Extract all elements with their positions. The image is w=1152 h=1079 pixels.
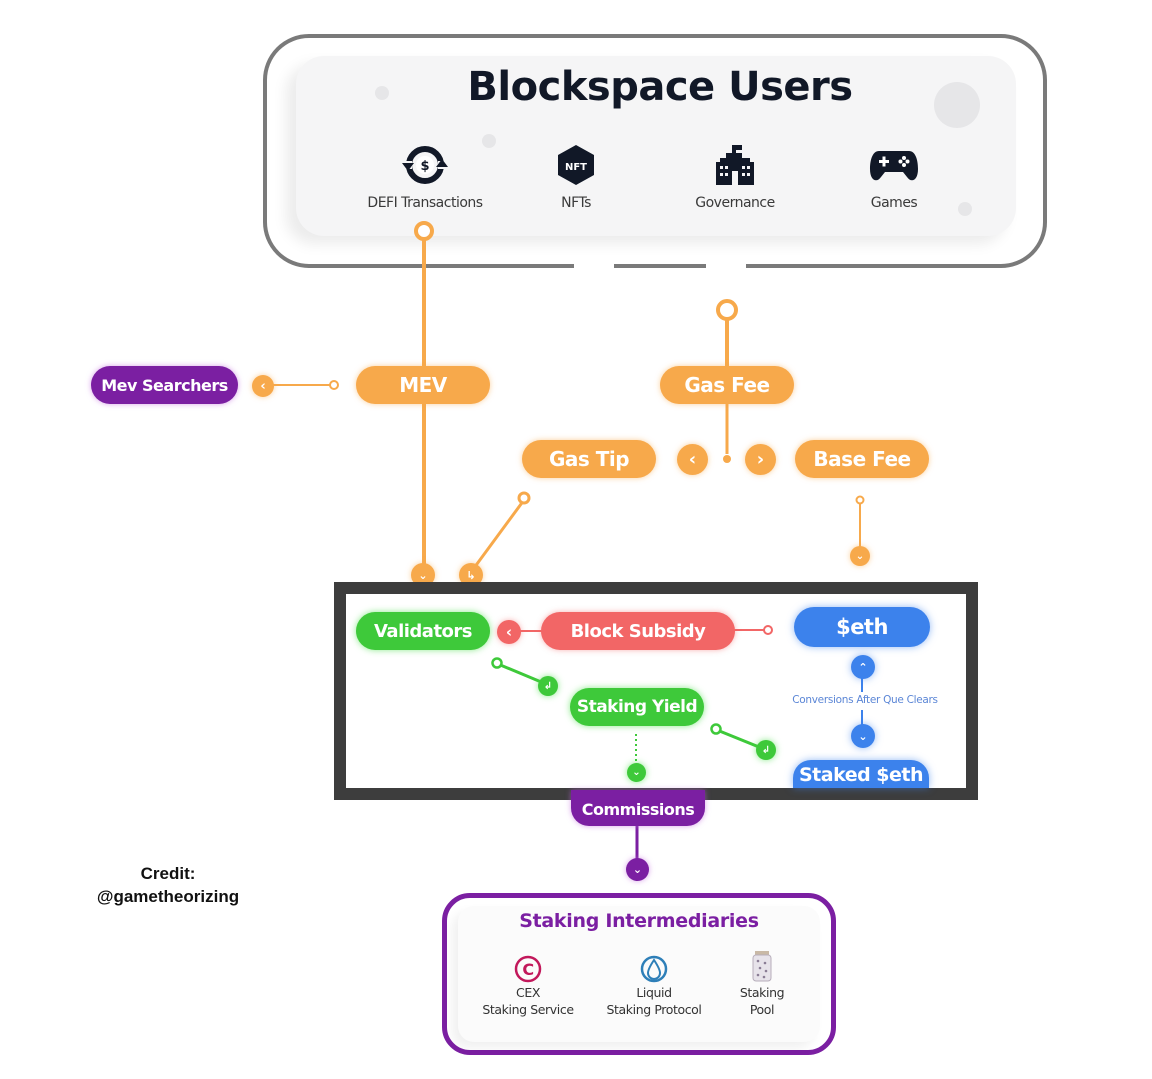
- node-mev-searchers[interactable]: Mev Searchers: [91, 366, 238, 404]
- blockspace-users-panel: [296, 56, 1016, 236]
- node-gas-tip[interactable]: Gas Tip: [522, 440, 656, 478]
- connector-gastip-validators: [472, 499, 526, 569]
- copyright-c-icon: C: [470, 954, 586, 984]
- droplet-icon: [596, 954, 712, 984]
- highlight-frame: [334, 582, 978, 800]
- decor-dot: [958, 202, 972, 216]
- node-base-fee[interactable]: Base Fee: [795, 440, 929, 478]
- node-validators[interactable]: Validators: [356, 612, 490, 650]
- connector-node: [763, 625, 773, 635]
- credit-text: Credit: @gametheorizing: [90, 862, 246, 908]
- node-staked-eth[interactable]: Staked $eth: [793, 760, 929, 788]
- intermediary-cex: C CEX Staking Service: [470, 954, 586, 1018]
- node-block-subsidy[interactable]: Block Subsidy: [541, 612, 735, 650]
- staking-intermediaries-title: Staking Intermediaries: [519, 910, 759, 932]
- connector-node: [710, 723, 722, 735]
- chevron-up-icon: ⌃: [851, 655, 875, 679]
- border-gap: [574, 262, 614, 272]
- chevron-down-icon: ⌄: [851, 724, 875, 748]
- blockspace-users-title: Blockspace Users: [467, 64, 853, 110]
- user-item-governance: Governance: [655, 143, 815, 211]
- node-mev[interactable]: MEV: [356, 366, 490, 404]
- border-gap: [706, 262, 746, 272]
- chevron-right-icon: ›: [745, 444, 776, 475]
- user-item-label: Governance: [695, 195, 775, 211]
- connector-node: [491, 657, 503, 669]
- decor-dot: [482, 134, 496, 148]
- user-item-label: DEFI Transactions: [367, 195, 483, 211]
- chevron-down-icon: ⌄: [850, 546, 870, 566]
- user-item-games: Games: [814, 143, 974, 211]
- intermediary-liquid: Liquid Staking Protocol: [596, 954, 712, 1018]
- decor-dot: [375, 86, 389, 100]
- connector-node: [716, 299, 738, 321]
- svg-text:$: $: [420, 159, 429, 174]
- user-item-label: Games: [870, 195, 918, 211]
- chevron-left-icon: ‹: [677, 444, 708, 475]
- user-item-label: NFTs: [561, 195, 591, 211]
- intermediary-pool: Staking Pool: [718, 950, 806, 1018]
- jar-icon: [718, 950, 806, 984]
- node-eth[interactable]: $eth: [794, 607, 930, 647]
- nft-hexagon-icon: NFT: [496, 143, 656, 187]
- connector-node: [517, 491, 531, 505]
- user-item-nfts: NFT NFTs: [496, 143, 656, 211]
- credit-handle: @gametheorizing: [96, 887, 240, 906]
- connector-node: [414, 221, 434, 241]
- node-commissions[interactable]: Commissions: [571, 790, 705, 826]
- corner-arrow-icon: ↲: [538, 676, 558, 696]
- chevron-left-icon: ‹: [497, 620, 521, 644]
- connector-node: [855, 495, 865, 505]
- corner-arrow-icon: ↲: [756, 740, 776, 760]
- user-item-defi: $ DEFI Transactions: [345, 143, 505, 211]
- connector-node: [329, 380, 339, 390]
- node-gas-fee[interactable]: Gas Fee: [660, 366, 794, 404]
- chevron-down-icon: ⌄: [626, 858, 649, 881]
- exchange-dollar-icon: $: [345, 143, 505, 187]
- svg-text:NFT: NFT: [565, 162, 587, 173]
- government-building-icon: [655, 143, 815, 187]
- gamepad-icon: [814, 143, 974, 187]
- conversion-note: Conversions After Que Clears: [792, 694, 938, 706]
- chevron-down-icon: ⌄: [627, 763, 646, 782]
- node-staking-yield[interactable]: Staking Yield: [570, 688, 704, 726]
- decor-dot: [934, 82, 980, 128]
- svg-text:C: C: [522, 960, 533, 979]
- chevron-left-icon: ‹: [252, 375, 274, 397]
- credit-label: Credit:: [140, 864, 196, 883]
- connector-node: [723, 455, 731, 463]
